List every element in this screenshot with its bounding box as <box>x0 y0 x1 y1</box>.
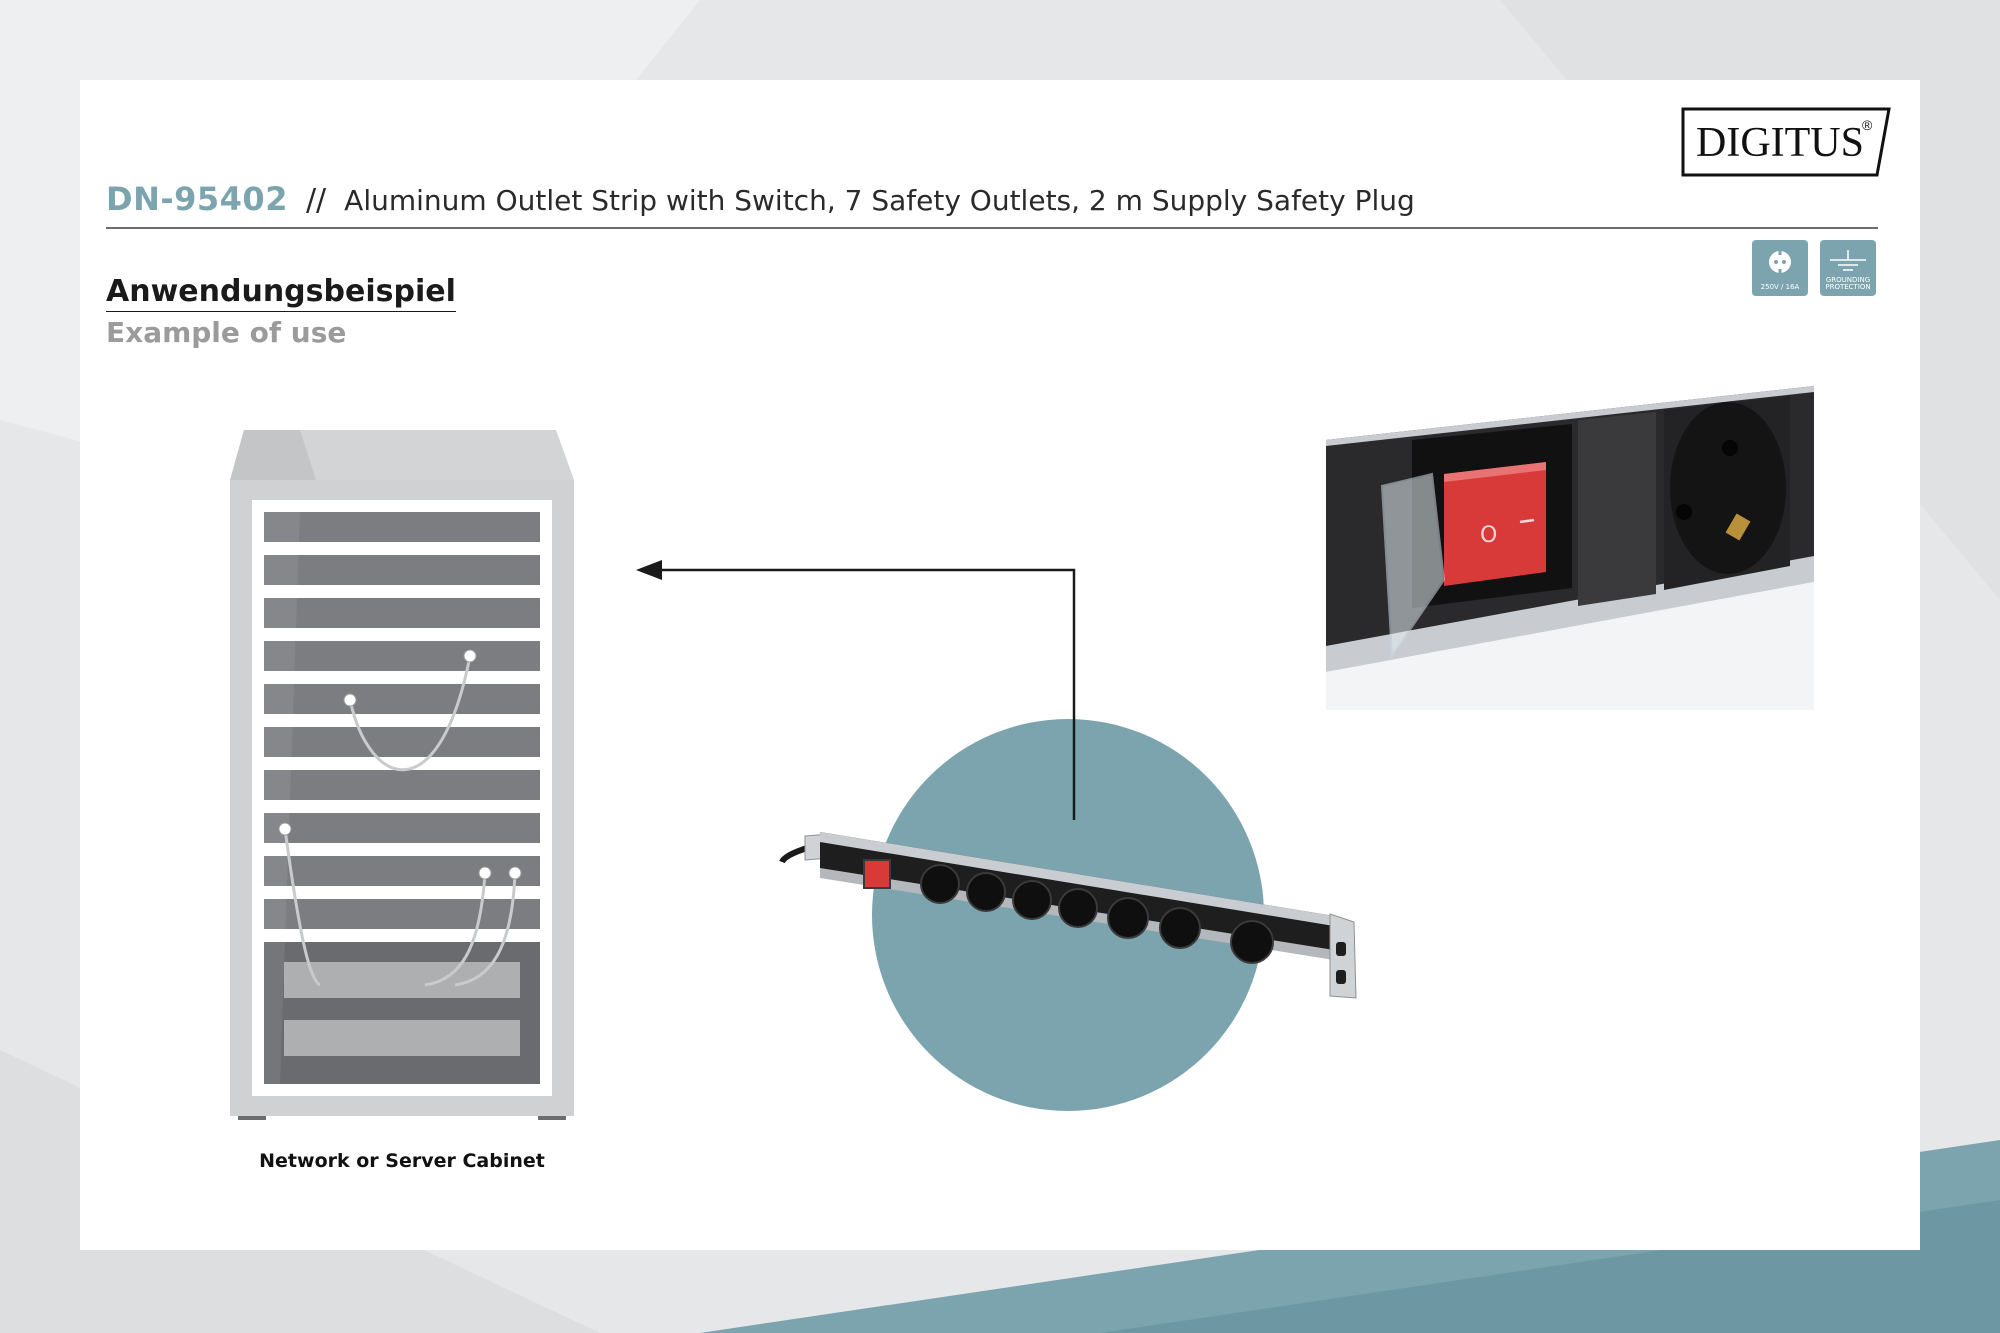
grounding-clip <box>1725 513 1751 541</box>
cable-connectors <box>278 649 522 880</box>
section-title-german: Anwendungsbeispiel <box>106 274 456 312</box>
safety-outlet-icon <box>1769 251 1791 273</box>
voltage-badge: 250V / 16A <box>1752 240 1808 296</box>
switch-on-symbol <box>1519 518 1535 524</box>
model-number: DN-95402 <box>106 180 288 218</box>
cabinet-caption: Network or Server Cabinet <box>259 1150 545 1172</box>
product-title: Aluminum Outlet Strip with Switch, 7 Saf… <box>344 184 1415 217</box>
switch-off-symbol: O <box>1480 523 1497 548</box>
header-divider <box>106 227 1878 229</box>
grounding-icon <box>1830 250 1866 271</box>
voltage-badge-text: 250V / 16A <box>1760 283 1800 291</box>
svg-text:DIGITUS: DIGITUS <box>1696 120 1864 166</box>
title-separator: // <box>305 183 327 218</box>
patch-cables <box>283 655 517 987</box>
switch-closeup: O <box>1326 386 1814 710</box>
digitus-logo: DIGITUS ® <box>1681 107 1891 177</box>
arrow-connector <box>636 560 1076 820</box>
svg-text:®: ® <box>1862 117 1873 133</box>
grounding-badge-text: GROUNDING PROTECTION <box>1825 276 1871 291</box>
rocker-switch <box>1444 462 1546 586</box>
server-cabinet-illustration <box>230 430 574 1120</box>
mini-switch-icon <box>863 859 891 889</box>
outlet-strip-illustration <box>779 832 1357 999</box>
title-row: DN-95402 // Aluminum Outlet Strip with Swi… <box>106 180 1415 218</box>
switch-cover <box>1380 472 1446 659</box>
arrow-head <box>636 560 662 580</box>
section-title-english: Example of use <box>106 316 347 349</box>
socket-icons <box>920 864 1274 964</box>
closeup-socket <box>1670 402 1786 574</box>
grounding-badge: GROUNDING PROTECTION <box>1820 240 1876 296</box>
